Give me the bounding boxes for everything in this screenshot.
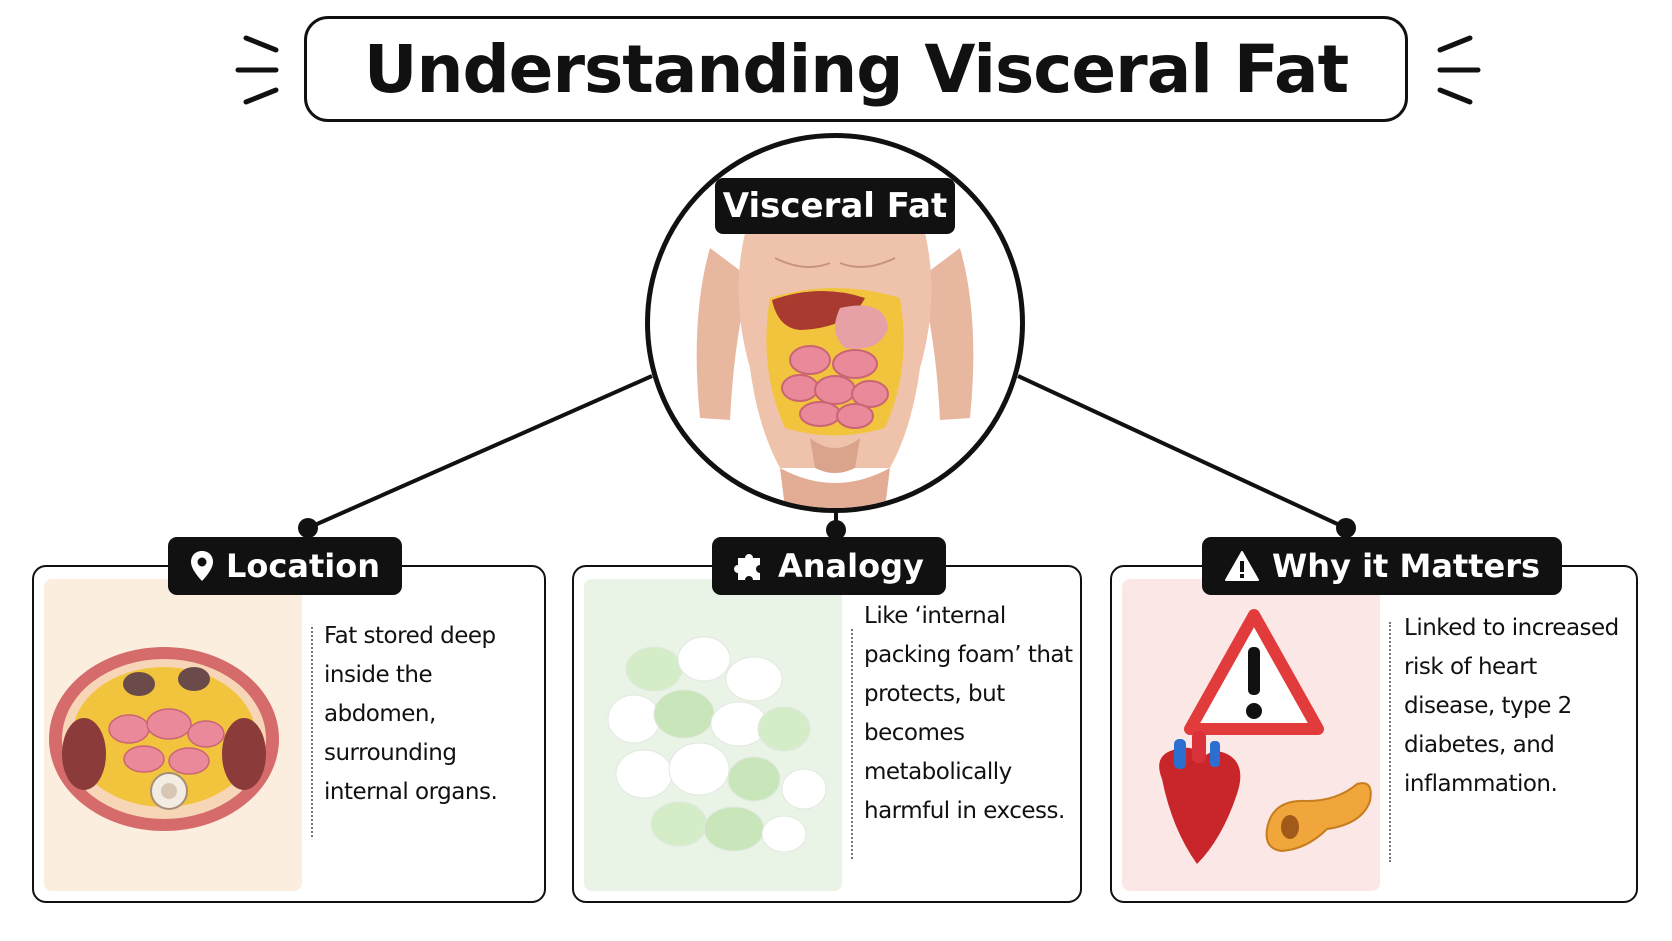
title-burst-left-icon	[232, 30, 284, 110]
tab-location-label: Location	[226, 547, 380, 585]
tab-why-it-matters-label: Why it Matters	[1272, 547, 1541, 585]
center-circle	[645, 133, 1025, 513]
location-line: Fat stored deep	[324, 623, 496, 649]
title-box: Understanding Visceral Fat	[304, 16, 1408, 122]
warning-triangle-icon	[1224, 550, 1260, 582]
why-line: risk of heart	[1404, 654, 1537, 680]
location-line: inside the abdomen,	[324, 662, 436, 727]
analogy-line: Like ‘internal	[864, 603, 1006, 629]
title-burst-right-icon	[1432, 30, 1484, 110]
card-divider	[311, 627, 313, 837]
center-label: Visceral Fat	[715, 178, 955, 234]
location-card: Fat stored deep inside the abdomen, surr…	[32, 565, 546, 903]
map-pin-icon	[190, 550, 214, 582]
analogy-description: Like ‘internal packing foam’ that protec…	[864, 597, 1073, 831]
why-line: inflammation.	[1404, 771, 1558, 797]
why-line: Linked to increased	[1404, 615, 1619, 641]
why-it-matters-description: Linked to increased risk of heart diseas…	[1404, 609, 1619, 804]
abdomen-cross-section-image	[44, 579, 302, 891]
foam-peanuts-icon	[607, 636, 827, 853]
location-line: surrounding	[324, 740, 457, 766]
why-line: disease, type 2	[1404, 693, 1572, 719]
analogy-line: becomes	[864, 720, 965, 746]
card-divider	[1389, 622, 1391, 862]
health-risk-image	[1122, 579, 1380, 891]
analogy-card: Like ‘internal packing foam’ that protec…	[572, 565, 1082, 903]
torso-anatomy-icon	[696, 220, 974, 508]
why-it-matters-card: Linked to increased risk of heart diseas…	[1110, 565, 1638, 903]
connector-dot-right	[1336, 518, 1356, 538]
analogy-line: packing foam’ that	[864, 642, 1073, 668]
tab-location: Location	[168, 537, 402, 595]
health-risk-icon	[1159, 609, 1372, 864]
analogy-line: harmful in excess.	[864, 798, 1065, 824]
connector-right	[1017, 374, 1347, 530]
location-line: internal organs.	[324, 779, 498, 805]
analogy-line: metabolically	[864, 759, 1012, 785]
page-title: Understanding Visceral Fat	[363, 30, 1349, 108]
tab-analogy-label: Analogy	[778, 547, 924, 585]
connector-dot-left	[298, 518, 318, 538]
tab-why-it-matters: Why it Matters	[1202, 537, 1563, 595]
location-description: Fat stored deep inside the abdomen, surr…	[324, 617, 544, 812]
connector-left	[307, 374, 653, 530]
why-line: diabetes, and	[1404, 732, 1555, 758]
connector-dot-middle	[826, 520, 846, 540]
tab-analogy: Analogy	[712, 537, 946, 595]
heart-organ-icon	[1159, 731, 1241, 864]
cross-section-icon	[49, 647, 279, 831]
analogy-line: protects, but	[864, 681, 1005, 707]
pancreas-organ-icon	[1265, 782, 1372, 853]
card-divider	[851, 629, 853, 859]
puzzle-piece-icon	[734, 550, 766, 582]
packing-foam-image	[584, 579, 842, 891]
